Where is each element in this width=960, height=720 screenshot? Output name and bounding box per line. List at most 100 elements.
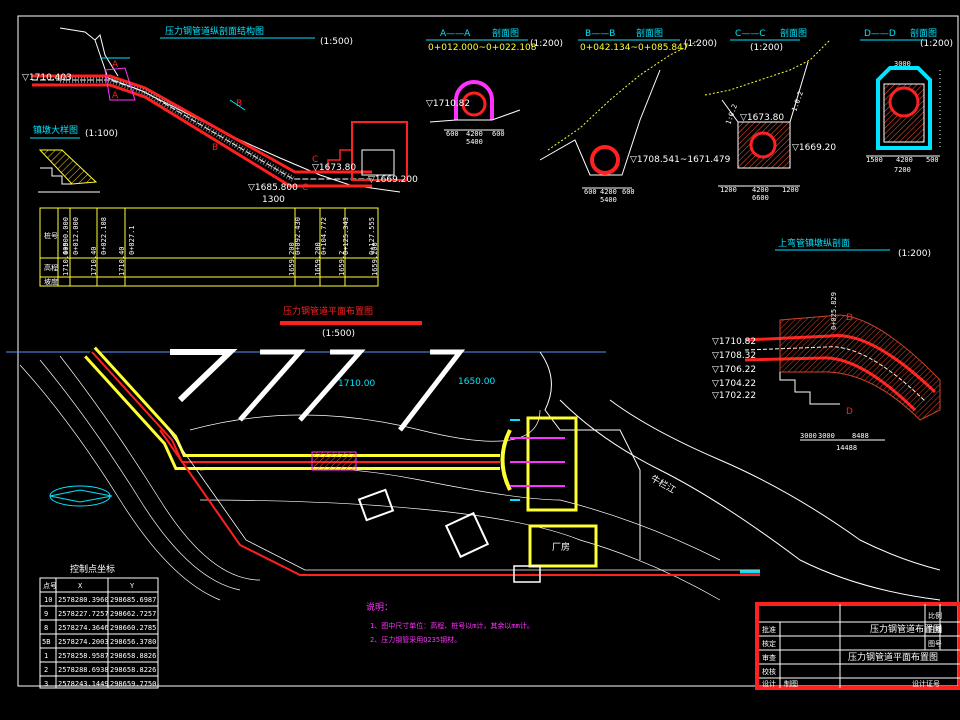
elev-low: ▽1685.800 — [248, 183, 298, 193]
tb-cell-5: 制图 — [784, 679, 798, 688]
curve-dim-1: 3000 — [818, 432, 835, 440]
notes-line-1: 1、图中尺寸单位：高程、桩号以m计，其余以mm计。 — [370, 621, 534, 630]
elev-3: 1659.200 — [288, 242, 296, 276]
coord-head-2: Y — [130, 582, 135, 590]
coord-table: 控制点坐标 点号 X Y 10 2578280.3960 298685.6987… — [39, 563, 159, 689]
title-block-frame — [755, 602, 960, 690]
station-2: 0+022.108 — [100, 217, 108, 255]
plan-title-bar — [280, 321, 422, 325]
mark-b1: B — [212, 143, 218, 153]
road-2 — [238, 349, 306, 422]
road-4 — [398, 349, 466, 432]
coord-r2-c1: 2578274.3646 — [58, 624, 109, 632]
section-c-vdim-1: 1:0.2 — [790, 90, 805, 113]
pipe-profile-bottom — [32, 83, 372, 188]
section-d-dim-2: 500 — [926, 156, 939, 164]
coord-r0-c0: 10 — [44, 596, 52, 604]
station-0: 0+000.000 — [62, 217, 70, 255]
section-c: C——C 剖面图 (1:200) ▽1673.80 ▽1669.20 1:0.2… — [704, 27, 836, 202]
road-3 — [298, 349, 366, 422]
powerhouse-stair — [318, 149, 352, 173]
section-a-range: 0+012.000~0+022.108 — [428, 43, 537, 53]
tb-cell-9: 图号 — [928, 640, 942, 648]
mark-a2: A — [112, 91, 119, 101]
curve-elev-0: ▽1710.82 — [712, 337, 756, 347]
penstock-red — [91, 351, 500, 463]
section-a-scale: (1:200) — [530, 39, 563, 49]
pipe-profile-top — [32, 74, 372, 174]
bldg-label: 厂房 — [552, 541, 570, 553]
station-5: 0+104.772 — [320, 217, 328, 255]
station-7: 0+127.555 — [368, 217, 376, 255]
curve-elev-3: ▽1704.22 — [712, 379, 756, 389]
north-arrow-needle — [49, 489, 113, 503]
station-3: 0+027.1 — [128, 225, 136, 255]
station-1: 0+012.000 — [72, 217, 80, 255]
contour-label-2: 1650.00 — [458, 377, 495, 387]
coord-title: 控制点坐标 — [70, 563, 115, 575]
section-a-arch — [454, 80, 494, 120]
north-arrow — [49, 485, 111, 507]
curve-mark-d1: D — [846, 313, 853, 323]
station-row-label-1: 桩号 — [44, 231, 58, 240]
manifold — [500, 429, 512, 491]
section-c-elev-low: ▽1669.20 — [792, 143, 836, 153]
detail-title: 镇墩大样图 — [33, 124, 78, 136]
section-c-ground — [704, 39, 831, 96]
tb-cell-3: 校核 — [762, 667, 776, 676]
curve-dim-3: 14488 — [836, 444, 857, 452]
contour-4 — [189, 409, 541, 442]
anchor-block — [104, 67, 136, 101]
section-d-dim-1: 4200 — [896, 156, 913, 164]
contour-6 — [199, 499, 721, 601]
coord-r2-c2: 298660.2785 — [110, 624, 156, 632]
elev-6: 1659.200 — [371, 242, 379, 276]
detail-scale: (1:100) — [85, 129, 118, 139]
plan-title: 压力钢管道平面布置图 — [283, 305, 373, 317]
coord-r4-c1: 2578258.9587 — [58, 652, 109, 660]
plan-view: 压力钢管道平面布置图 (1:500) 1710.00 1650.00 — [6, 305, 941, 601]
bldg-1 — [357, 488, 395, 522]
section-b-title: B——B — [585, 29, 615, 39]
tailrace-line — [159, 429, 760, 576]
section-a-ground — [429, 109, 521, 123]
dim-bottom: 1300 — [262, 195, 285, 205]
section-a-dim-0: 600 — [446, 130, 459, 138]
coord-head-1: X — [78, 582, 83, 590]
coord-r0-c2: 298685.6987 — [110, 596, 156, 604]
station-4: 0+092.430 — [294, 217, 302, 255]
section-d-sub: 剖面图 — [910, 27, 937, 39]
coord-r4-c2: 298658.8826 — [110, 652, 156, 660]
elev-1: 1710.40 — [90, 246, 98, 276]
section-c-elev-top: ▽1673.80 — [740, 113, 784, 123]
bldg-3 — [513, 565, 541, 583]
elev-5: 1659.2 — [338, 251, 346, 276]
contour-label-1: 1710.00 — [338, 379, 375, 389]
coord-head-0: 点号 — [43, 582, 57, 590]
curve-dim-0: 3000 — [800, 432, 817, 440]
tb-cell-2: 审查 — [762, 653, 776, 662]
elev-tail: ▽1669.200 — [368, 175, 418, 185]
notes: 说明： 1、图中尺寸单位：高程、桩号以m计，其余以mm计。 2、压力钢管采用Q2… — [366, 601, 534, 644]
tb-drawing-name: 压力钢管道平面布置图 — [848, 651, 938, 663]
section-d: D——D 剖面图 (1:200) 3000 1500 4200 500 7200 — [860, 27, 953, 174]
section-b-scale: (1:200) — [684, 39, 717, 49]
section-a-dim-1: 4200 — [466, 130, 483, 138]
section-a-dim-2: 600 — [492, 130, 505, 138]
section-b-ground — [539, 69, 661, 176]
section-b-dim-2: 600 — [622, 188, 635, 196]
contour-2 — [39, 359, 241, 591]
tb-cell-0: 批准 — [762, 625, 776, 634]
coord-frame — [39, 577, 159, 689]
section-b-slope — [547, 39, 701, 151]
curve-dim-2: 8488 — [852, 432, 869, 440]
small-detail: 镇墩大样图 (1:100) — [30, 124, 118, 193]
road-1 — [170, 349, 238, 403]
tb-cell-7: 比例 — [928, 611, 942, 620]
coord-r2-c0: 8 — [44, 624, 48, 632]
pipe-rail — [60, 77, 295, 182]
contour-3 — [59, 355, 261, 581]
section-b-range: 0+042.134~0+085.847 — [580, 43, 689, 53]
tb-cell-8: 日期 — [928, 626, 942, 634]
